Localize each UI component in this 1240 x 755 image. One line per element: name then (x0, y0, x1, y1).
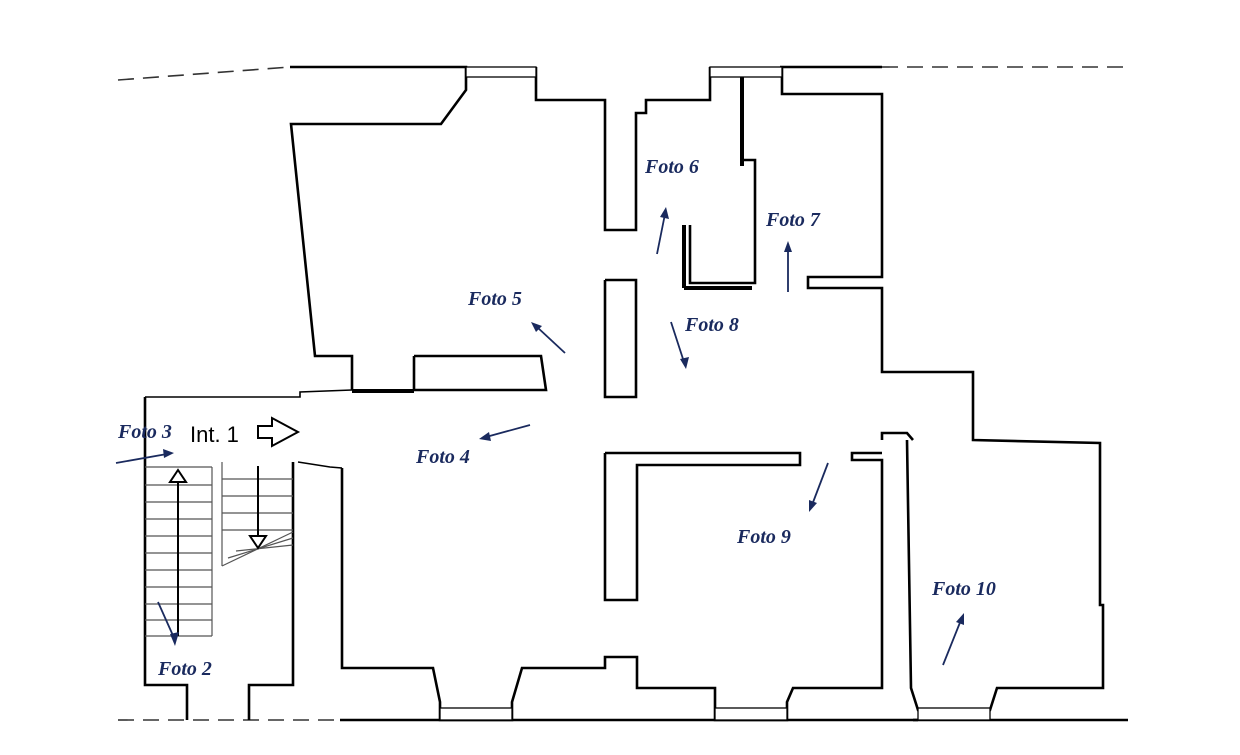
window-bottom-2 (714, 707, 788, 721)
photo-label-foto-4: Foto 4 (415, 446, 470, 468)
photo-arrow-foto-6 (656, 207, 669, 255)
photo-arrow-foto-4 (479, 424, 531, 441)
window-bottom-1 (439, 707, 513, 721)
photo-label-foto-7: Foto 7 (765, 209, 821, 231)
photo-arrow-foto-8 (670, 321, 689, 369)
staircase-up (145, 466, 213, 637)
photo-label-foto-3: Foto 3 (117, 421, 172, 443)
photo-label-foto-6: Foto 6 (644, 156, 699, 178)
photo-arrows (115, 207, 964, 666)
photo-labels: Foto 2 Foto 3 Foto 4 Foto 5 Foto 6 Foto … (117, 156, 996, 680)
window-top-1 (465, 66, 537, 78)
photo-label-foto-9: Foto 9 (736, 526, 791, 548)
interior-walls (352, 74, 914, 602)
photo-arrow-foto-2 (157, 601, 179, 646)
photo-arrow-foto-7 (784, 241, 792, 292)
photo-arrow-foto-9 (809, 462, 829, 512)
entrance-arrow-icon (257, 416, 301, 448)
window-bottom-3 (917, 707, 991, 721)
photo-arrow-foto-10 (942, 613, 964, 666)
staircase-down (221, 462, 294, 567)
entrance-marker: Int. 1 (190, 416, 301, 448)
entrance-label: Int. 1 (190, 422, 239, 447)
window-top-2 (709, 66, 783, 78)
property-boundary (117, 66, 1128, 721)
photo-arrow-foto-5 (531, 322, 566, 354)
photo-label-foto-8: Foto 8 (684, 314, 739, 336)
photo-arrow-foto-3 (115, 449, 174, 464)
photo-label-foto-5: Foto 5 (467, 288, 522, 310)
photo-label-foto-2: Foto 2 (157, 658, 212, 680)
photo-label-foto-10: Foto 10 (931, 578, 996, 600)
windows (439, 66, 991, 721)
